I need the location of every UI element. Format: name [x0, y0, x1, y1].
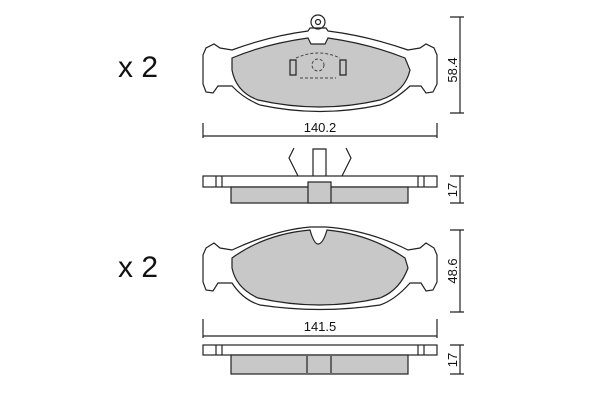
pad-top-front-view — [202, 14, 438, 113]
hidden-clip-outline — [295, 52, 341, 79]
height-value-bottom: 48.6 — [445, 258, 460, 283]
backing-plate-side-bottom — [202, 344, 438, 356]
dimension-thickness-top: 17 — [445, 175, 464, 204]
mounting-tab-top — [310, 14, 326, 30]
dimension-width-top: 140.2 — [202, 120, 438, 138]
tab-hole — [314, 18, 322, 26]
center-block-top — [307, 181, 332, 204]
width-value-bottom: 141.5 — [304, 319, 337, 334]
clip-slots — [289, 59, 347, 76]
height-value-top: 58.4 — [445, 57, 460, 82]
dimension-height-bottom: 48.6 — [445, 229, 464, 313]
quantity-label-top: x 2 — [118, 51, 158, 84]
thickness-value-bottom: 17 — [445, 353, 460, 367]
wear-slot — [306, 356, 332, 373]
dimension-height-top: 58.4 — [445, 16, 464, 114]
friction-material-bottom — [231, 229, 409, 306]
quantity-label-bottom: x 2 — [118, 251, 158, 284]
pad-bottom-side-view — [202, 344, 438, 375]
pad-top-side-view — [202, 147, 438, 204]
hidden-clip-center — [311, 58, 325, 72]
friction-side-bottom — [230, 354, 409, 375]
pad-bottom-front-view — [202, 226, 438, 311]
dimension-thickness-bottom: 17 — [445, 344, 464, 375]
spring-clip — [288, 147, 352, 177]
thickness-value-top: 17 — [445, 183, 460, 197]
width-value-top: 140.2 — [304, 120, 337, 135]
dimension-width-bottom: 141.5 — [202, 319, 438, 338]
friction-material-top — [231, 37, 411, 108]
